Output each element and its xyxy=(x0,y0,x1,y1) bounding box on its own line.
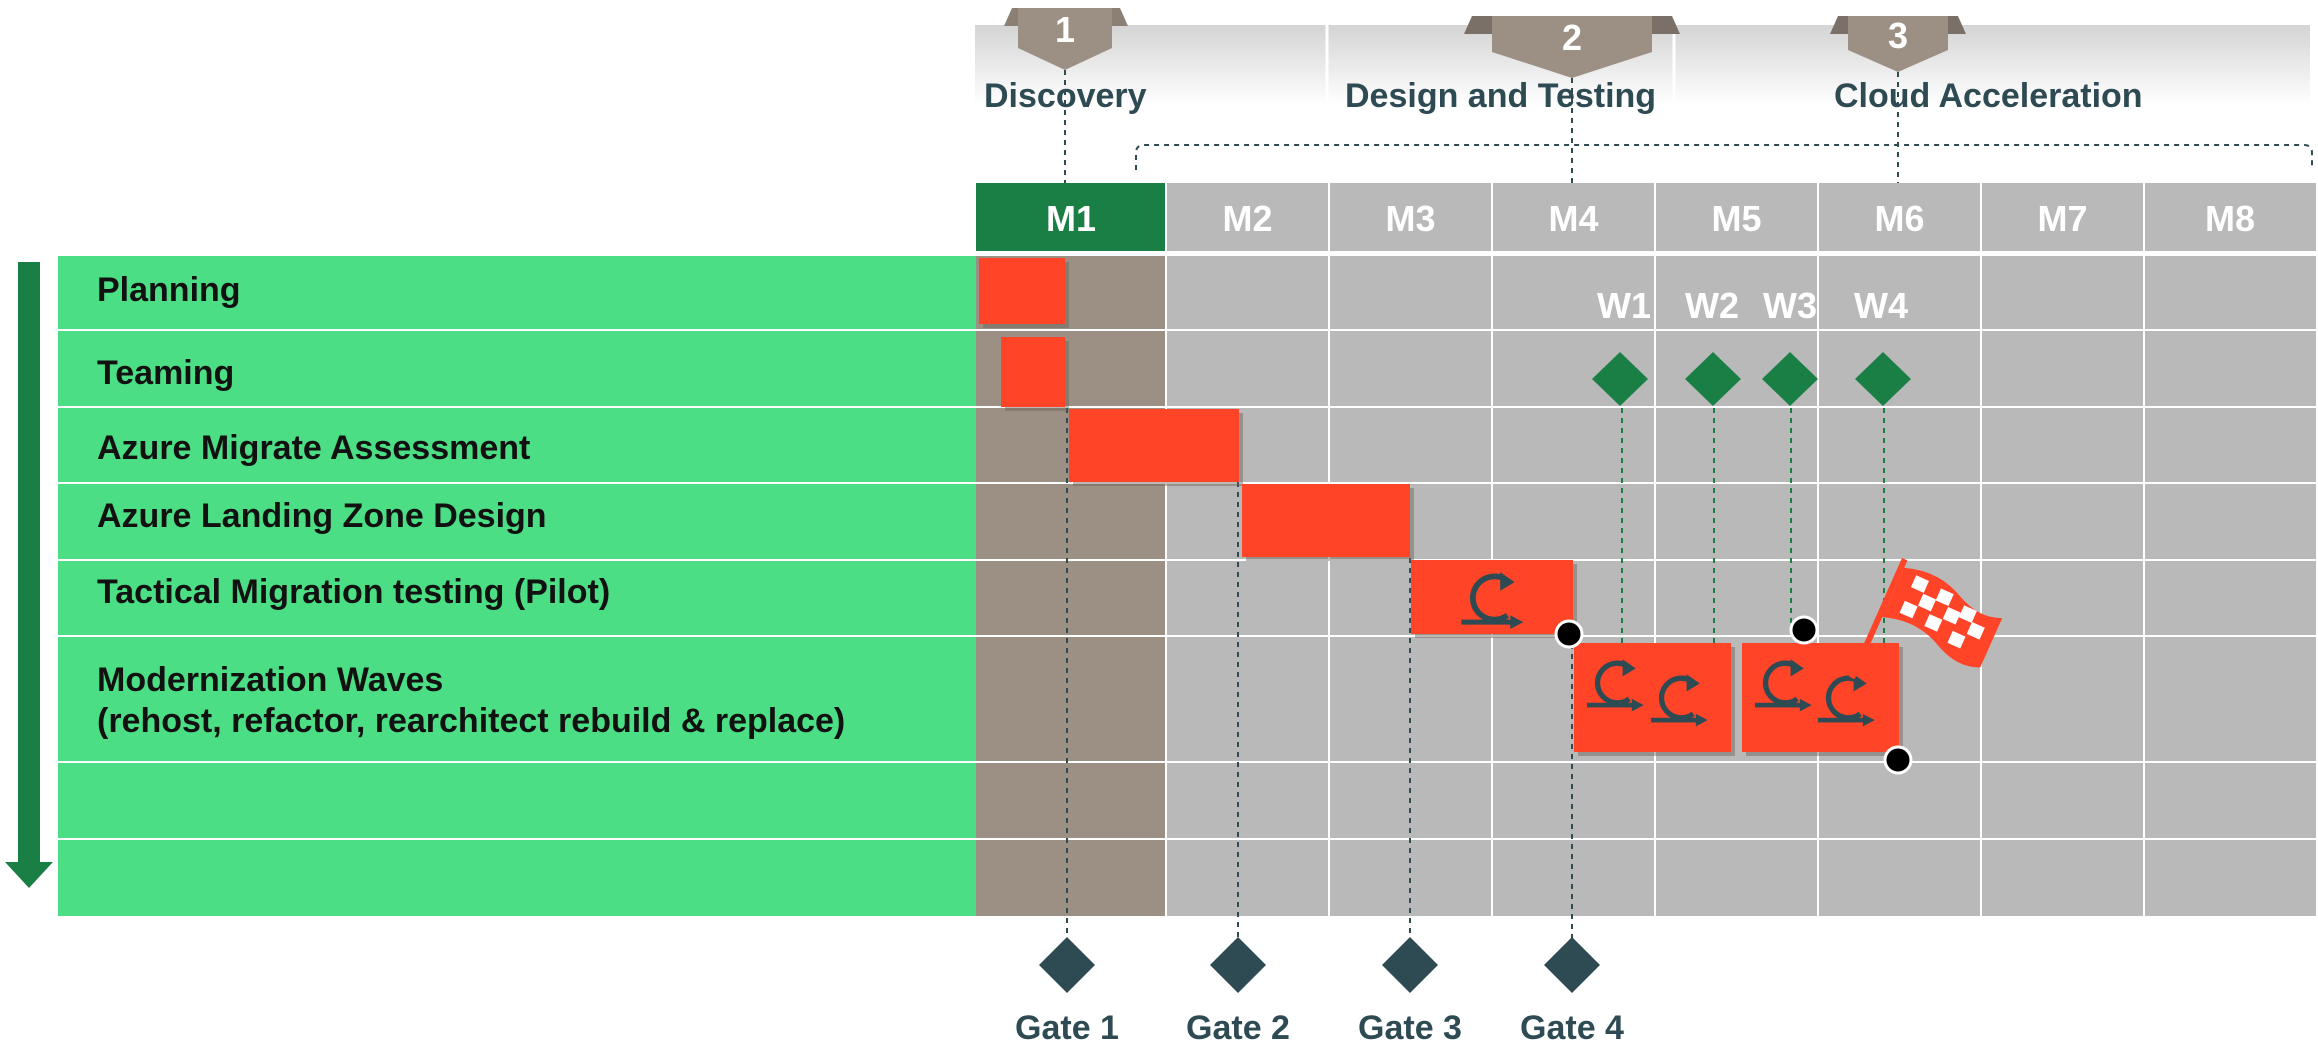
month-header-row: M1 M2 M3 M4 M5 M6 M7 M8 xyxy=(976,183,2316,251)
month-header-cell-m1 xyxy=(976,183,1166,251)
gate-label-3: Gate 3 xyxy=(1358,1009,1462,1040)
month-label-m3: M3 xyxy=(1385,198,1435,239)
month-header-cell-m3 xyxy=(1329,183,1492,251)
task-bar-teaming xyxy=(1001,337,1065,407)
month-label-m4: M4 xyxy=(1548,198,1598,239)
month-label-m2: M2 xyxy=(1222,198,1272,239)
wave-marker-w2 xyxy=(1685,352,1741,406)
phase-2-number: 2 xyxy=(1562,17,1582,58)
task-label-azure-migrate-assessment: Azure Migrate Assessment xyxy=(97,429,530,467)
month-header-cell-m5 xyxy=(1655,183,1818,251)
month-label-m1: M1 xyxy=(1046,198,1096,239)
phase-2-badge: 2 xyxy=(1464,16,1680,78)
wave-label-w2: W2 xyxy=(1685,285,1739,326)
task-bar-planning xyxy=(979,258,1065,324)
phase-1-number: 1 xyxy=(1055,9,1075,50)
milestone-dots xyxy=(1554,615,1913,775)
gate-marker-4 xyxy=(1544,937,1600,993)
gate-label-4: Gate 4 xyxy=(1520,1009,1624,1040)
month-header-cell-m4 xyxy=(1492,183,1655,251)
phase-3-number: 3 xyxy=(1888,15,1908,56)
phase-1-badge: 1 xyxy=(1004,8,1128,70)
month-header-cell-m8 xyxy=(2144,183,2316,251)
task-bar-wave-3-4 xyxy=(1742,643,1899,752)
task-label-azure-landing-zone-design: Azure Landing Zone Design xyxy=(97,497,547,535)
connector-lines xyxy=(1064,70,1899,960)
wave-label-w1: W1 xyxy=(1597,285,1651,326)
gantt-grid xyxy=(976,256,2316,916)
phase-3-badge: 3 xyxy=(1830,15,1966,72)
checkered-finish-flag-icon xyxy=(1849,558,2003,680)
phase-2-label: Design and Testing xyxy=(1345,77,1656,115)
month-header-cell-m6 xyxy=(1818,183,1981,251)
task-label-tactical-migration-testing: Tactical Migration testing (Pilot) xyxy=(97,573,610,611)
wave-marker-w1 xyxy=(1592,352,1648,406)
month-header-cell-m7 xyxy=(1981,183,2144,251)
wave-marker-w4 xyxy=(1855,352,1911,406)
wave-label-w3: W3 xyxy=(1763,285,1817,326)
gate-label-1: Gate 1 xyxy=(1015,1009,1119,1040)
timeline-down-arrow-icon xyxy=(5,262,53,888)
gate-markers xyxy=(1039,937,1600,993)
month-label-m7: M7 xyxy=(2037,198,2087,239)
gate-marker-3 xyxy=(1382,937,1438,993)
phase-3-label: Cloud Acceleration xyxy=(1834,77,2143,115)
task-bar-azure-landing-zone-design xyxy=(1242,484,1410,557)
wave-marker-w3 xyxy=(1762,352,1818,406)
task-label-modernization-waves: Modernization Waves xyxy=(97,661,443,699)
month-label-m6: M6 xyxy=(1874,198,1924,239)
gate-marker-2 xyxy=(1210,937,1266,993)
wave-label-w4: W4 xyxy=(1854,285,1908,326)
task-list-panel xyxy=(58,256,976,916)
task-bar-azure-migrate-assessment xyxy=(1069,409,1239,482)
wave-markers xyxy=(1592,352,1911,406)
gate-label-2: Gate 2 xyxy=(1186,1009,1290,1040)
task-label-modernization-waves-detail: (rehost, refactor, rearchitect rebuild &… xyxy=(97,702,845,740)
gate-marker-1 xyxy=(1039,937,1095,993)
month-label-m8: M8 xyxy=(2205,198,2255,239)
task-label-planning: Planning xyxy=(97,271,241,309)
month-header-cell-m2 xyxy=(1166,183,1329,251)
task-bar-wave-1-2 xyxy=(1574,643,1731,752)
task-bars xyxy=(979,258,1903,756)
month-label-m5: M5 xyxy=(1711,198,1761,239)
task-label-teaming: Teaming xyxy=(97,354,234,392)
phase-bracket xyxy=(1135,144,2313,170)
